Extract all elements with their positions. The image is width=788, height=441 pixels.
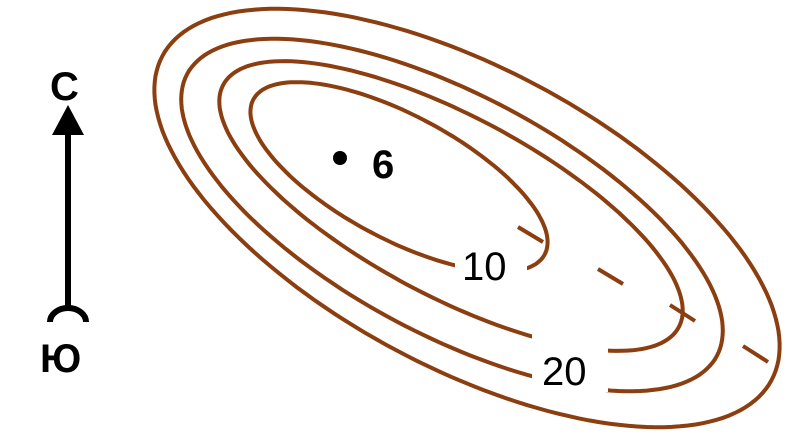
contour-lines — [152, 6, 782, 430]
slope-tick — [741, 344, 770, 364]
slope-tick — [668, 303, 697, 323]
slope-tick — [516, 225, 545, 244]
contour-third — [217, 59, 685, 353]
contour-label-10: 10 — [462, 245, 507, 289]
north-arrow — [47, 105, 89, 323]
elevation-point — [333, 151, 347, 165]
south-label: Ю — [40, 337, 81, 381]
arrowhead-icon — [52, 105, 84, 135]
label-background — [455, 235, 527, 287]
slope-tick — [596, 267, 625, 286]
arrow-tail-icon — [47, 305, 89, 323]
contour-outer — [152, 6, 782, 430]
point-label: 6 — [372, 143, 394, 187]
label-background — [532, 330, 608, 392]
north-label: С — [50, 65, 79, 109]
contour-label-20: 20 — [542, 350, 587, 394]
contour-10 — [248, 80, 550, 274]
